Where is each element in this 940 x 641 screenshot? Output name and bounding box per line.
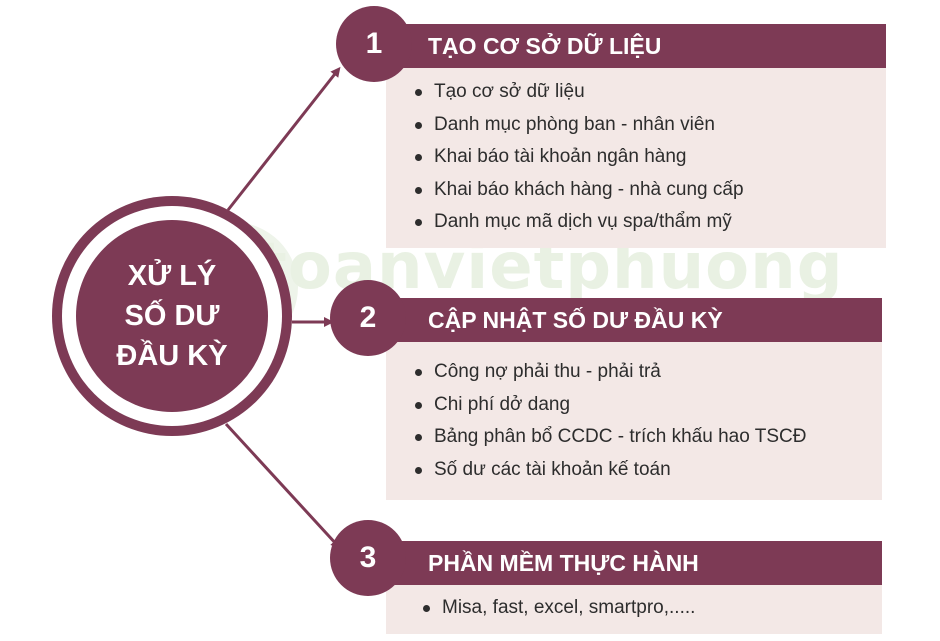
step-3-panel: Misa, fast, excel, smartpro,..... xyxy=(386,584,882,634)
step-1-item: Khai báo tài khoản ngân hàng xyxy=(408,141,886,174)
hub-line-2: SỐ DƯ xyxy=(124,300,220,332)
step-2-item: Chi phí dở dang xyxy=(408,389,882,422)
hub-line-1: XỬ LÝ xyxy=(127,260,217,292)
step-2-panel: Công nợ phải thu - phải trả Chi phí dở d… xyxy=(386,340,882,500)
step-3-title: PHẦN MỀM THỰC HÀNH xyxy=(380,541,882,585)
hub-line-3: ĐẦU KỲ xyxy=(116,340,228,372)
hub-circle: XỬ LÝ SỐ DƯ ĐẦU KỲ xyxy=(76,220,268,412)
arrow-to-step-1 xyxy=(226,66,341,211)
step-1-item: Danh mục phòng ban - nhân viên xyxy=(408,109,886,142)
step-1-item: Danh mục mã dịch vụ spa/thẩm mỹ xyxy=(408,206,886,239)
arrow-to-step-3 xyxy=(224,422,341,549)
step-2-list: Công nợ phải thu - phải trả Chi phí dở d… xyxy=(386,340,882,486)
step-3-item: Misa, fast, excel, smartpro,..... xyxy=(416,592,882,625)
step-1-item: Tạo cơ sở dữ liệu xyxy=(408,76,886,109)
step-1-panel: Tạo cơ sở dữ liệu Danh mục phòng ban - n… xyxy=(386,64,886,248)
step-1-title: TẠO CƠ SỞ DỮ LIỆU xyxy=(380,24,886,68)
step-2-item: Bảng phân bổ CCDC - trích khấu hao TSCĐ xyxy=(408,421,882,454)
step-3-list: Misa, fast, excel, smartpro,..... xyxy=(386,584,882,625)
step-3-badge: 3 xyxy=(330,520,406,596)
step-1-list: Tạo cơ sở dữ liệu Danh mục phòng ban - n… xyxy=(386,64,886,239)
step-2-item: Công nợ phải thu - phải trả xyxy=(408,356,882,389)
step-1-item: Khai báo khách hàng - nhà cung cấp xyxy=(408,174,886,207)
step-2-badge: 2 xyxy=(330,280,406,356)
step-2-item: Số dư các tài khoản kế toán xyxy=(408,454,882,487)
step-1-badge: 1 xyxy=(336,6,412,82)
step-2-title: CẬP NHẬT SỐ DƯ ĐẦU KỲ xyxy=(380,298,882,342)
